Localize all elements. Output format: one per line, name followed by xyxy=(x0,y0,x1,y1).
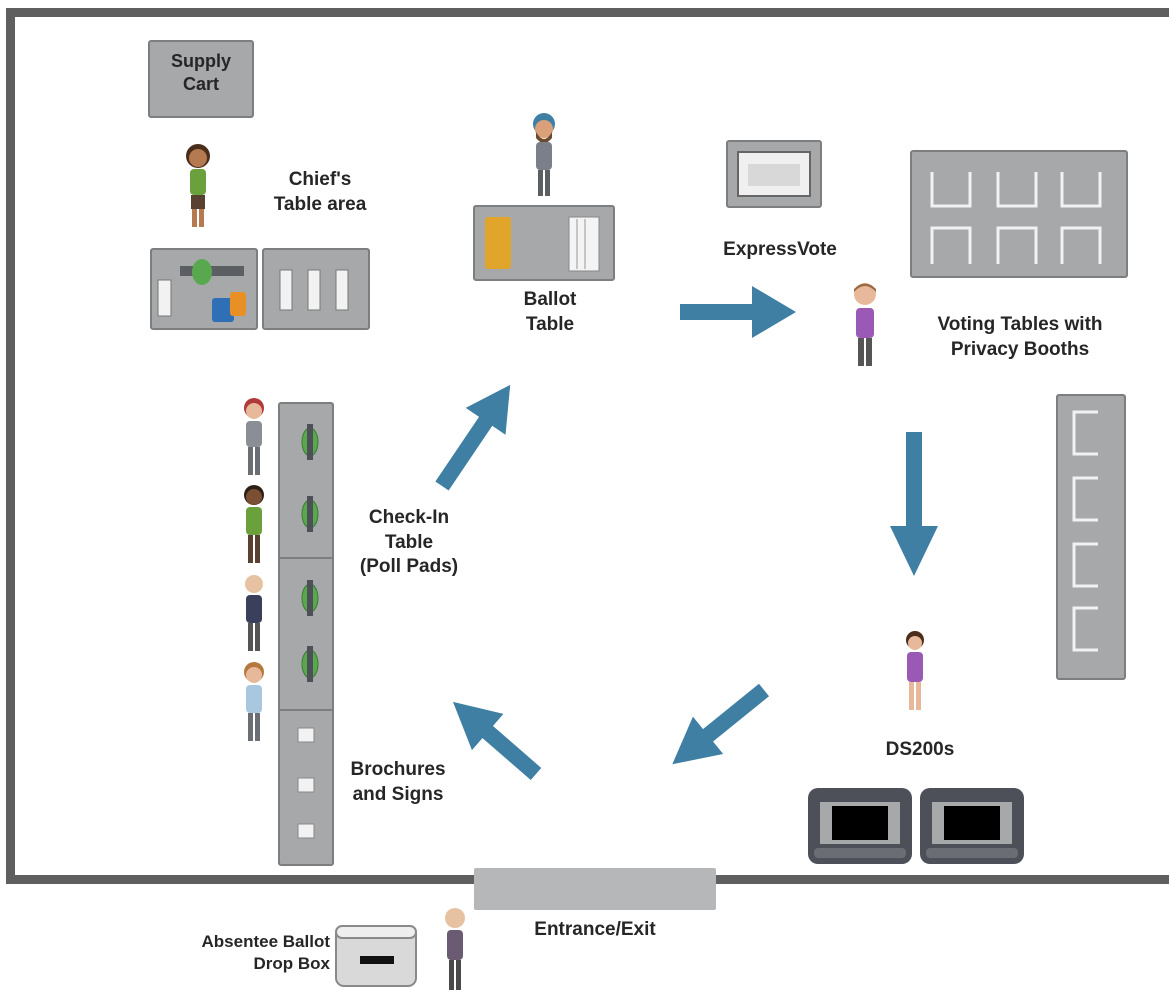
voting-tables xyxy=(910,150,1128,278)
ds200s-label: DS200s xyxy=(885,739,955,760)
privacy-booths-icon xyxy=(930,172,1102,264)
ballot-table-label: Ballot Table xyxy=(523,289,577,335)
ds200-scanner-icon xyxy=(808,788,912,864)
checkin-worker-person-icon xyxy=(244,398,264,475)
privacy-booth-column-icon xyxy=(1072,410,1098,652)
flow-arrow-icon xyxy=(435,384,511,491)
ds200-scanner-icon xyxy=(920,788,1024,864)
ballot-stack-icon xyxy=(485,216,600,272)
voter-person-icon xyxy=(854,283,876,366)
ballot-clerk-person-icon xyxy=(533,113,555,196)
privacy-booth-column xyxy=(1056,394,1126,680)
flow-arrow-icon xyxy=(680,286,796,338)
chief-person-icon xyxy=(186,144,210,227)
flow-arrow-icon xyxy=(672,683,770,765)
checkin-worker-person-icon xyxy=(244,485,264,563)
supply-cart-label: Supply Cart xyxy=(170,51,231,95)
checkin-worker-person-icon xyxy=(245,575,263,651)
dropbox-label: Absentee Ballot Drop Box xyxy=(201,932,330,974)
dropbox-person-icon xyxy=(445,908,465,990)
entrance-label: Entrance/Exit xyxy=(534,919,656,940)
flow-arrow-icon xyxy=(452,701,542,781)
supply-cart xyxy=(148,40,254,118)
chiefs-table-label: Chief's Table area xyxy=(273,169,367,215)
chiefs-table-equipment-icon xyxy=(157,259,246,322)
checkin-table-items-icon xyxy=(278,424,334,839)
expressvote-screen-icon xyxy=(737,151,811,197)
voting-tables-label: Voting Tables with Privacy Booths xyxy=(937,314,1103,360)
entrance-door xyxy=(474,868,716,910)
ds200-attendant-person-icon xyxy=(906,631,924,710)
brochures-label: Brochures and Signs xyxy=(350,759,446,805)
checkin-worker-person-icon xyxy=(244,662,264,741)
checkin-table xyxy=(278,402,334,866)
expressvote-label: ExpressVote xyxy=(723,239,837,260)
flow-arrow-icon xyxy=(890,432,938,576)
checkin-table-label: Check-In Table (Poll Pads) xyxy=(359,507,459,578)
dropbox-icon xyxy=(335,925,417,987)
chiefs-side-table-items-icon xyxy=(279,269,349,311)
